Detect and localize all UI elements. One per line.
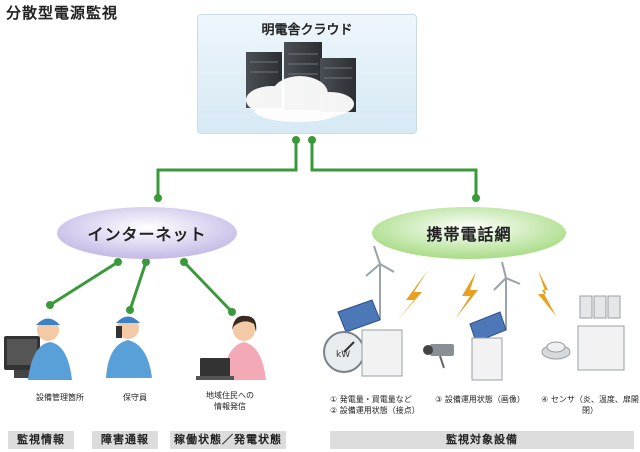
sensor-icon bbox=[541, 341, 571, 360]
control-cabinet-icon bbox=[361, 325, 625, 381]
solar-panel-icon bbox=[337, 299, 507, 343]
facility-manager-icon bbox=[4, 318, 72, 380]
band-fault-notice: 障害通報 bbox=[92, 431, 158, 449]
equipment-desc-power: ① 発電量・買電量など ② 設備運用状態（接点） bbox=[330, 394, 440, 416]
resident-info-label: 地域住民への 情報発信 bbox=[180, 390, 280, 412]
cloud-icon bbox=[246, 76, 354, 122]
facility-manager-label: 設備管理箇所 bbox=[36, 393, 84, 402]
resident-label-line2: 情報発信 bbox=[214, 402, 246, 411]
maintainer-label: 保守員 bbox=[123, 393, 147, 402]
wind-turbine-icon bbox=[365, 245, 521, 330]
resident-icon bbox=[196, 315, 266, 380]
camera-icon bbox=[423, 344, 454, 369]
band-monitor-info: 監視情報 bbox=[8, 431, 74, 449]
mobile-network-label: 携帯電話網 bbox=[426, 225, 512, 244]
equipment-desc-4: ④ センサ（炎、温度、扉開閉） bbox=[541, 395, 639, 415]
maintainer-icon bbox=[106, 316, 152, 378]
resident-label-line1: 地域住民への bbox=[206, 391, 254, 400]
signal-bolt-icon bbox=[396, 270, 556, 322]
switchgear-icon bbox=[579, 295, 621, 319]
mobile-network-ellipse bbox=[372, 207, 566, 259]
equipment-desc-1: ① 発電量・買電量など bbox=[330, 395, 412, 404]
meter-unit-label: kW bbox=[336, 350, 350, 360]
internet-ellipse bbox=[57, 207, 237, 259]
internet-label: インターネット bbox=[87, 225, 207, 244]
band-operation-status: 稼働状態／発電状態 bbox=[170, 431, 286, 449]
equipment-desc-2: ② 設備運用状態（接点） bbox=[330, 406, 420, 415]
page-title: 分散型電源監視 bbox=[6, 4, 119, 22]
equipment-desc-3: ③ 設備運用状態（画像） bbox=[435, 395, 525, 404]
connection-lines bbox=[49, 140, 478, 314]
band-monitored-equipment: 監視対象設備 bbox=[330, 431, 634, 449]
